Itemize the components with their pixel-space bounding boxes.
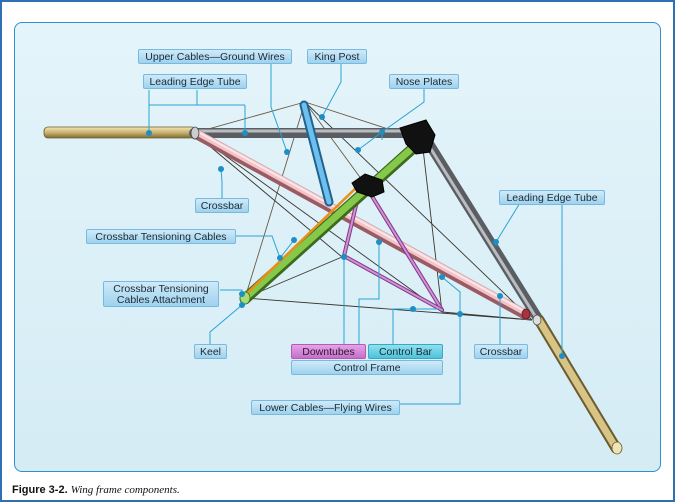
label-control-frame: Control Frame: [291, 360, 443, 375]
caption-number: Figure 3-2.: [12, 484, 68, 496]
label-nose-plates: Nose Plates: [389, 74, 459, 89]
tube-end-cap: [611, 441, 623, 455]
diagram-panel: [14, 22, 661, 472]
tube-fill: [535, 316, 620, 452]
label-upper-cables: Upper Cables—Ground Wires: [138, 49, 292, 64]
tube-highlight: [424, 139, 539, 321]
leader-dots: [146, 114, 565, 359]
label-attachment-line2: Cables Attachment: [116, 294, 206, 306]
label-crossbar-right: Crossbar: [474, 344, 528, 359]
label-lower-cables: Lower Cables—Flying Wires: [251, 400, 400, 415]
leading-edge-tube-left: [43, 126, 197, 139]
nose-plate: [399, 119, 436, 155]
label-leading-edge-tube-left: Leading Edge Tube: [143, 74, 247, 89]
keel-plate: [351, 173, 385, 198]
crossbar-tensioning-cable: [239, 185, 359, 301]
label-crossbar-tensioning-cables: Crossbar Tensioning Cables: [86, 229, 236, 244]
caption-text: Wing frame components.: [70, 484, 180, 496]
label-control-bar: Control Bar: [368, 344, 443, 359]
king-post-fill: [301, 102, 332, 205]
keel-fill: [241, 137, 424, 302]
label-king-post: King Post: [307, 49, 367, 64]
crossbar-highlight: [197, 131, 527, 313]
label-downtubes: Downtubes: [291, 344, 366, 359]
leader-lines: [148, 64, 563, 405]
crossbar-end-cap: [521, 308, 531, 320]
figure-caption: Figure 3-2. Wing frame components.: [12, 484, 180, 496]
label-keel: Keel: [194, 344, 227, 359]
label-crossbar-left: Crossbar: [195, 198, 249, 213]
tube-joint: [190, 126, 200, 140]
tube-joint: [532, 314, 542, 326]
label-crossbar-tensioning-attachment: Crossbar Tensioning Cables Attachment: [103, 281, 219, 307]
label-attachment-line1: Crossbar Tensioning: [113, 283, 209, 295]
label-leading-edge-tube-right: Leading Edge Tube: [499, 190, 605, 205]
